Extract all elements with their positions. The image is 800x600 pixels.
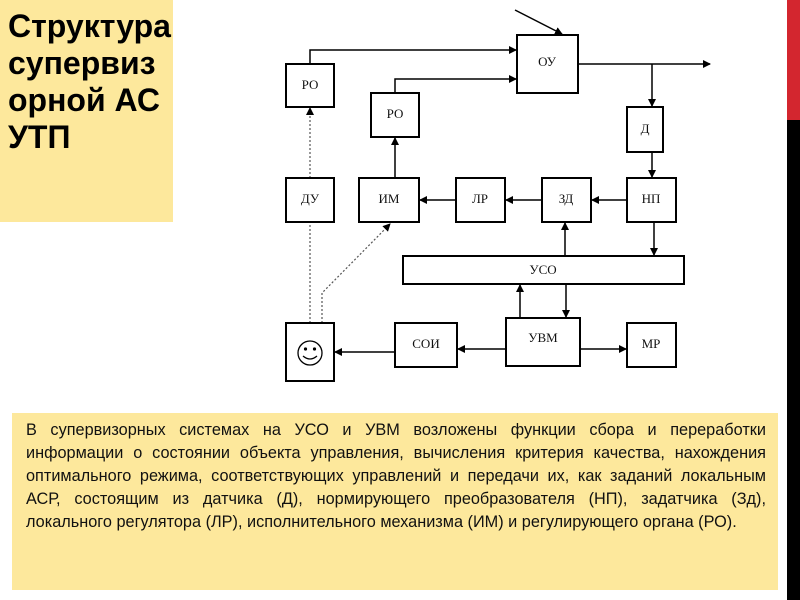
block-label: РО	[387, 106, 404, 121]
block-zd: ЗД	[541, 177, 592, 223]
block-label: ЗД	[559, 191, 574, 206]
title-panel: Структура супервизорной АСУТП	[0, 0, 173, 222]
smiley-icon	[297, 340, 323, 366]
block-label: МР	[642, 336, 661, 351]
block-ou: ОУ	[516, 34, 579, 94]
block-uso: УСО	[402, 255, 685, 285]
block-ro1: РО	[285, 63, 335, 108]
block-label: ИМ	[379, 191, 400, 206]
block-mr: МР	[626, 322, 677, 368]
arrow-ro1-ou	[309, 46, 517, 64]
block-label: РО	[302, 77, 319, 92]
disturbance-arrow	[514, 9, 563, 35]
accent-bar-red	[787, 0, 800, 120]
block-ro2: РО	[370, 92, 420, 138]
arrow-operator-im	[321, 223, 391, 323]
block-label: ОУ	[538, 54, 557, 69]
connections	[306, 9, 711, 356]
accent-bar-black	[787, 120, 800, 600]
block-label: ДУ	[301, 191, 320, 206]
block-label: ЛР	[472, 191, 488, 206]
block-im: ИМ	[358, 177, 420, 223]
slide-title: Структура супервизорной АСУТП	[8, 8, 171, 155]
block-lr: ЛР	[455, 177, 506, 223]
block-label: СОИ	[412, 336, 439, 351]
block-d: Д	[626, 106, 664, 153]
arrow-ro2-ou	[394, 75, 517, 93]
block-label: Д	[641, 121, 650, 136]
block-uvm: УВМ	[505, 317, 581, 367]
block-operator	[285, 322, 335, 382]
description-text: В супервизорных системах на УСО и УВМ во…	[26, 421, 766, 531]
block-label: УВМ	[528, 330, 558, 345]
block-soi: СОИ	[394, 322, 458, 368]
block-np: НП	[626, 177, 677, 223]
block-du: ДУ	[285, 177, 335, 223]
description-panel: В супервизорных системах на УСО и УВМ во…	[12, 413, 778, 590]
block-label: УСО	[529, 262, 556, 277]
block-label: НП	[642, 191, 661, 206]
